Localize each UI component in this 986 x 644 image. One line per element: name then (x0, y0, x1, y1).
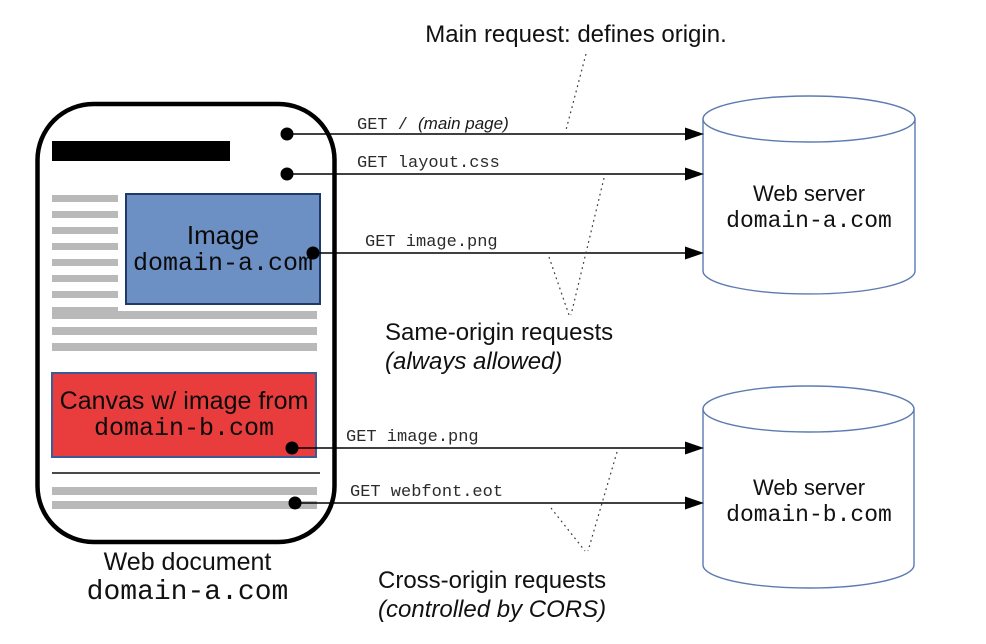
text-placeholder-line (52, 307, 118, 314)
cross-origin-caption-line2: (controlled by CORS) (378, 596, 607, 623)
request-label-main: GET / (main page) (357, 114, 509, 135)
server-a-domain: domain-a.com (726, 207, 892, 234)
web-document-caption: Web document domain-a.com (40, 549, 335, 608)
server-b-domain: domain-b.com (726, 501, 892, 528)
text-placeholder-line (52, 243, 118, 250)
text-placeholder-line (52, 195, 118, 202)
same-origin-caption: Same-origin requests (always allowed) (385, 318, 685, 376)
image-element-box: Image domain-a.com (125, 193, 321, 305)
text-placeholder-line (52, 275, 118, 282)
request-image-cross-method: GET image.png (346, 428, 479, 447)
server-a-cylinder-icon (702, 95, 916, 295)
text-placeholder-line (52, 227, 118, 234)
main-request-caption: Main request: defines origin. (425, 21, 727, 48)
request-label-image-cross: GET image.png (346, 428, 479, 447)
text-placeholder-line (52, 211, 118, 218)
same-origin-caption-line2: (always allowed) (385, 348, 563, 375)
request-image-same-method: GET image.png (365, 233, 498, 252)
server-a-title: Web server (752, 181, 866, 206)
document-divider-line (52, 472, 320, 474)
image-box-label: Image (186, 220, 260, 251)
cross-origin-caption: Cross-origin requests (controlled by COR… (378, 566, 678, 624)
canvas-element-box: Canvas w/ image from domain-b.com (51, 372, 317, 458)
request-label-css: GET layout.css (357, 154, 500, 173)
text-placeholder-line (52, 311, 317, 319)
request-font-cross-method: GET webfont.eot (350, 483, 504, 502)
cross-origin-caption-line1: Cross-origin requests (378, 567, 607, 594)
text-placeholder-line (52, 487, 317, 495)
request-label-image-same: GET image.png (365, 233, 498, 252)
server-a-caption: Web server domain-a.com (703, 181, 915, 234)
text-placeholder-line (52, 291, 118, 298)
request-css-method: GET layout.css (357, 154, 500, 173)
request-main-method: GET / (357, 116, 409, 135)
server-b-caption: Web server domain-b.com (703, 475, 915, 528)
web-document-caption-domain: domain-a.com (86, 577, 289, 609)
text-placeholder-line (52, 501, 317, 509)
text-placeholder-line (52, 259, 118, 266)
request-main-note: (main page) (418, 114, 509, 133)
same-origin-caption-line1: Same-origin requests (385, 319, 614, 346)
document-title-bar (52, 141, 230, 161)
server-b-title: Web server (752, 475, 866, 500)
text-placeholder-line (52, 327, 317, 335)
canvas-box-domain: domain-b.com (93, 414, 275, 443)
image-box-domain: domain-a.com (132, 248, 314, 278)
canvas-box-label: Canvas w/ image from (59, 386, 309, 415)
text-placeholder-line (52, 343, 317, 351)
server-b-cylinder-icon (702, 385, 915, 589)
web-document-caption-title: Web document (103, 548, 272, 576)
request-label-font-cross: GET webfont.eot (350, 483, 503, 502)
